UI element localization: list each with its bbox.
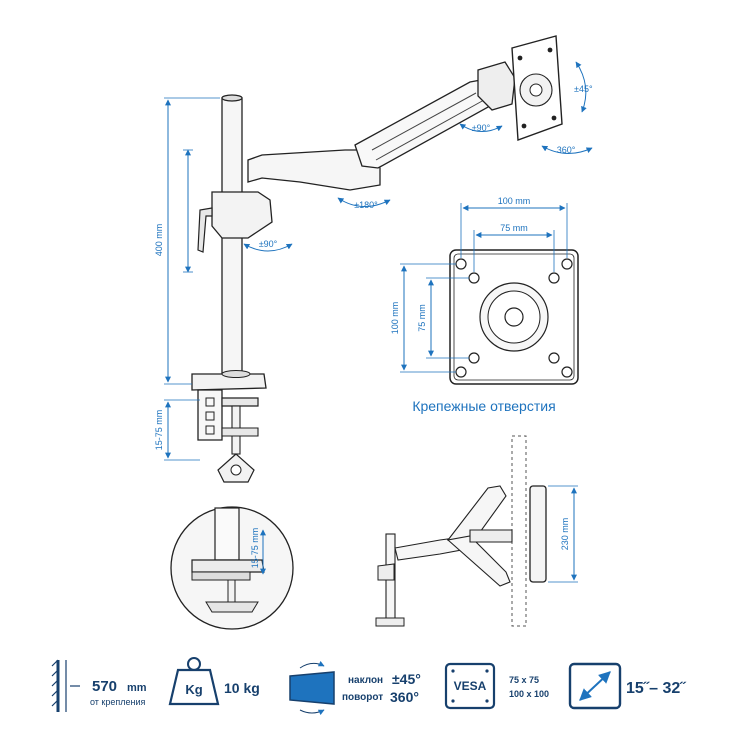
- tilt-value: ±45°: [392, 671, 421, 687]
- rotate-pole-label: ±90°: [259, 239, 278, 249]
- vesa-hole: [548, 352, 560, 364]
- plate-caption: Крепежные отверстия: [412, 398, 555, 414]
- weight-icon: [168, 657, 220, 706]
- dim-400-label: 400 mm: [154, 224, 164, 257]
- detail-clamp-label: 15-75 mm: [250, 528, 260, 569]
- side-monitor: [529, 485, 547, 583]
- plate-width-75: 75 mm: [500, 223, 528, 233]
- wall-ruler-icon: [51, 659, 80, 712]
- tilt-label: ±45°: [574, 84, 593, 94]
- vesa-size-1: 75 x 75: [509, 675, 539, 685]
- reach-unit: mm: [127, 682, 147, 694]
- pole-collar: [211, 191, 273, 239]
- clamp-detail-circle: 15-75 mm: [170, 506, 294, 630]
- rotate-label: поворот: [342, 692, 383, 703]
- clamp-screw-plate: [221, 397, 259, 407]
- side-height-label: 230 mm: [560, 518, 570, 551]
- rotate-360-label: 360°: [557, 145, 576, 155]
- vesa-hole: [455, 366, 467, 378]
- plate-height-75: 75 mm: [417, 304, 427, 332]
- tilt-rotate-icon: [289, 660, 335, 716]
- screen-size: 15˝– 32˝: [626, 680, 687, 697]
- vesa-icon-label: VESA: [454, 679, 487, 693]
- side-view-drawing: 230 mm: [375, 435, 578, 627]
- clamp-body: [197, 389, 223, 441]
- vesa-hole: [455, 258, 467, 270]
- vesa-icon: [444, 662, 496, 710]
- lock-lever: [197, 207, 213, 253]
- vesa-size-2: 100 x 100: [509, 689, 549, 699]
- rotate-arm-label: ±180°: [354, 200, 378, 210]
- main-mount-drawing: 400 mm 15-75 mm ±90° ±180° ±90° ±45° 360…: [154, 35, 593, 483]
- rotate-head-label: ±90°: [472, 123, 491, 133]
- vesa-hole: [561, 258, 573, 270]
- plate-width-100: 100 mm: [498, 196, 531, 206]
- tilt-label: наклон: [348, 675, 383, 686]
- dim-clamp-label: 15-75 mm: [154, 410, 164, 451]
- vesa-hole: [468, 352, 480, 364]
- vesa-hole: [561, 366, 573, 378]
- weight-icon-label: Kg: [185, 682, 202, 697]
- rotate-value: 360°: [390, 689, 419, 705]
- plate-height-100: 100 mm: [390, 302, 400, 335]
- weight-value: 10 kg: [224, 680, 260, 696]
- diagonal-screen-icon: [568, 662, 622, 710]
- reach-value: 570: [92, 678, 117, 695]
- head-joint: [477, 61, 516, 111]
- lower-arm: [247, 149, 381, 191]
- vesa-hole: [548, 272, 560, 284]
- vesa-plate-detail: 100 mm 75 mm 100 mm 75 mm Крепежные отве…: [390, 196, 579, 414]
- spec-bar: 570 mm от крепления Kg 10 kg наклон ±45°…: [51, 657, 687, 716]
- reach-note: от крепления: [90, 697, 146, 707]
- vesa-hole: [468, 272, 480, 284]
- pole-top: [221, 94, 243, 102]
